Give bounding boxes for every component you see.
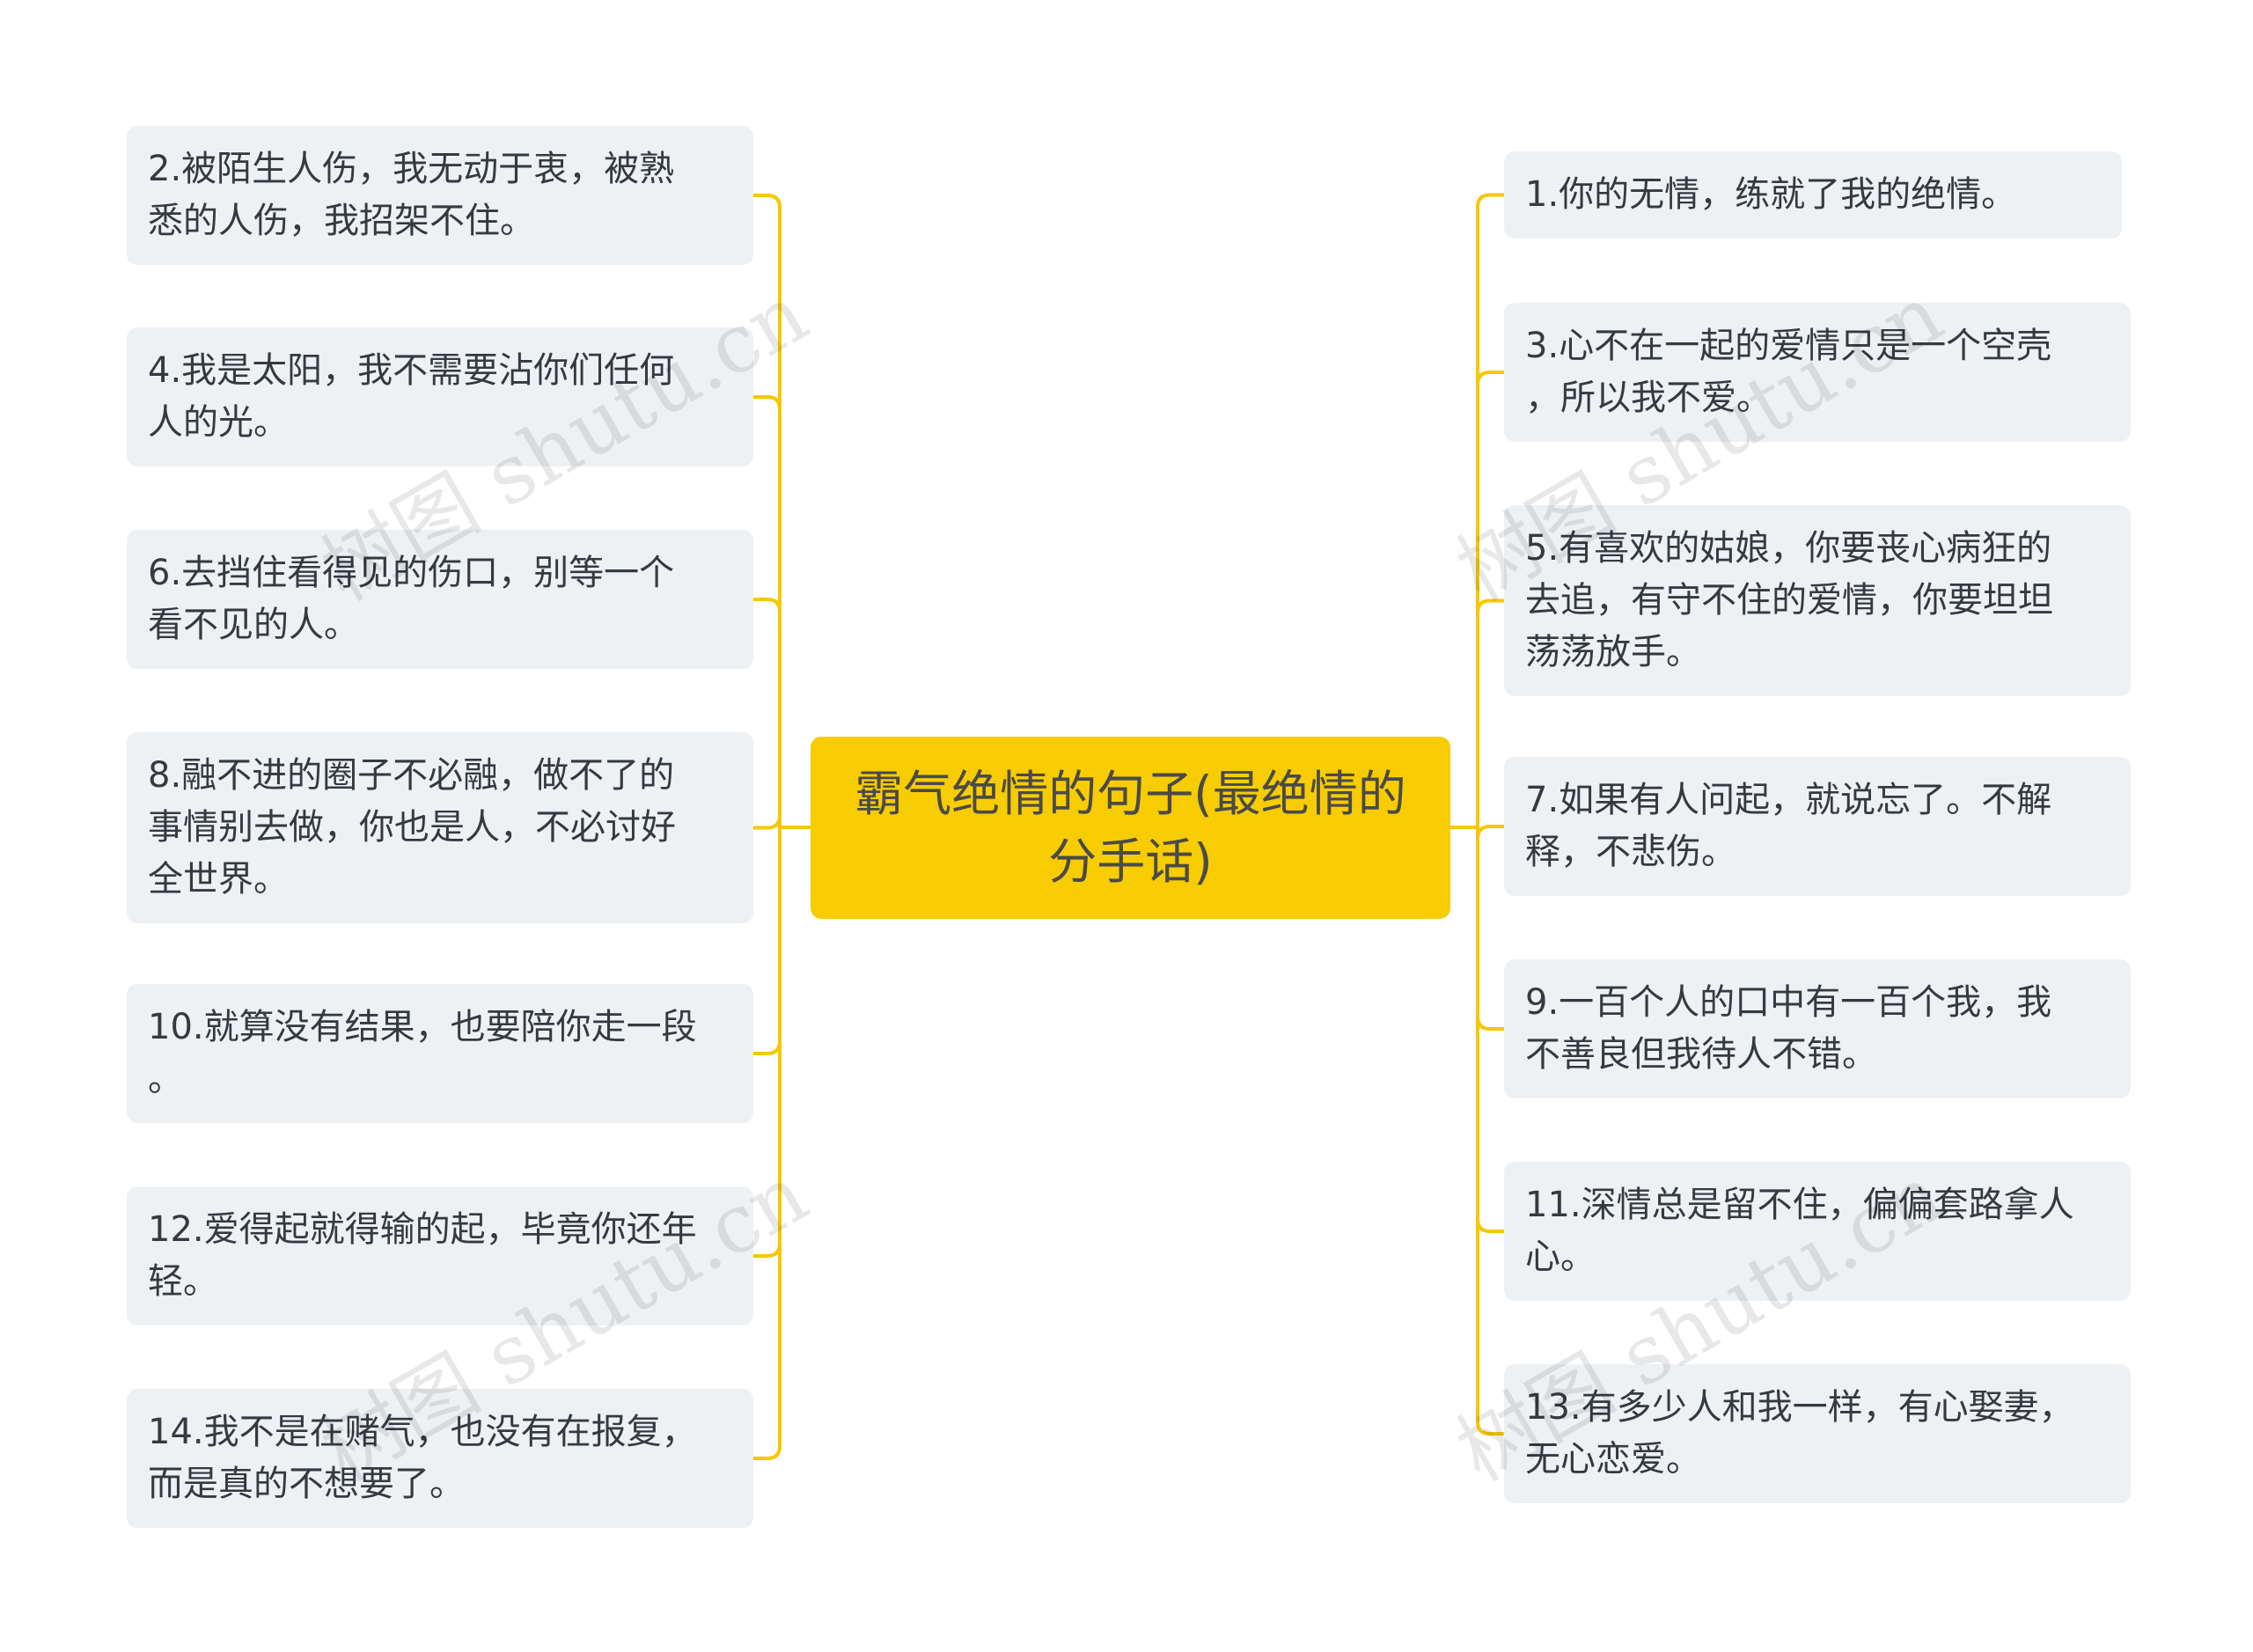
left-branch-line-5 bbox=[752, 1039, 782, 1055]
right-branch-line-6 bbox=[1476, 1217, 1506, 1233]
right-node-6[interactable]: 11.深情总是留不住，偏偏套路拿人 心。 bbox=[1504, 1162, 2131, 1301]
left-branch-line-3 bbox=[752, 598, 782, 613]
right-node-3[interactable]: 5.有喜欢的姑娘，你要丧心病狂的 去追，有守不住的爱情，你要坦坦 荡荡放手。 bbox=[1504, 505, 2131, 696]
right-node-7[interactable]: 13.有多少人和我一样，有心娶妻， 无心恋爱。 bbox=[1504, 1364, 2131, 1503]
left-branch-line-7 bbox=[752, 1444, 782, 1460]
left-node-4[interactable]: 8.融不进的圈子不必融，做不了的 事情别去做，你也是人，不必讨好 全世界。 bbox=[127, 732, 753, 923]
left-branch-line-4 bbox=[752, 813, 782, 830]
right-node-1[interactable]: 1.你的无情，练就了我的绝情。 bbox=[1504, 151, 2122, 239]
right-branch-line-3 bbox=[1476, 598, 1506, 615]
right-branch-line-1 bbox=[1476, 193, 1506, 209]
right-branch-line-5 bbox=[1476, 1015, 1506, 1031]
right-node-2[interactable]: 3.心不在一起的爱情只是一个空壳 ，所以我不爱。 bbox=[1504, 303, 2131, 442]
right-node-4[interactable]: 7.如果有人问起，就说忘了。不解 释，不悲伤。 bbox=[1504, 757, 2131, 896]
left-node-3[interactable]: 6.去挡住看得见的伤口，别等一个 看不见的人。 bbox=[127, 530, 753, 669]
left-node-7[interactable]: 14.我不是在赌气，也没有在报复， 而是真的不想要了。 bbox=[127, 1389, 753, 1528]
left-branch-line-2 bbox=[752, 395, 782, 411]
left-node-5[interactable]: 10.就算没有结果，也要陪你走一段 。 bbox=[127, 984, 753, 1123]
right-branch-line-4 bbox=[1476, 825, 1506, 841]
right-branch-line-7 bbox=[1476, 1420, 1506, 1435]
left-branch-line-6 bbox=[752, 1242, 782, 1258]
right-node-5[interactable]: 9.一百个人的口中有一百个我，我 不善良但我待人不错。 bbox=[1504, 959, 2131, 1098]
left-branch-line-1 bbox=[752, 194, 782, 209]
right-branch-line-2 bbox=[1476, 371, 1506, 386]
left-node-1[interactable]: 2.被陌生人伤，我无动于衷，被熟 悉的人伤，我招架不住。 bbox=[127, 126, 753, 265]
left-node-2[interactable]: 4.我是太阳，我不需要沾你们任何 人的光。 bbox=[127, 327, 753, 466]
root-topic[interactable]: 霸气绝情的句子(最绝情的 分手话) bbox=[811, 737, 1450, 919]
left-node-6[interactable]: 12.爱得起就得输的起，毕竟你还年 轻。 bbox=[127, 1186, 753, 1325]
